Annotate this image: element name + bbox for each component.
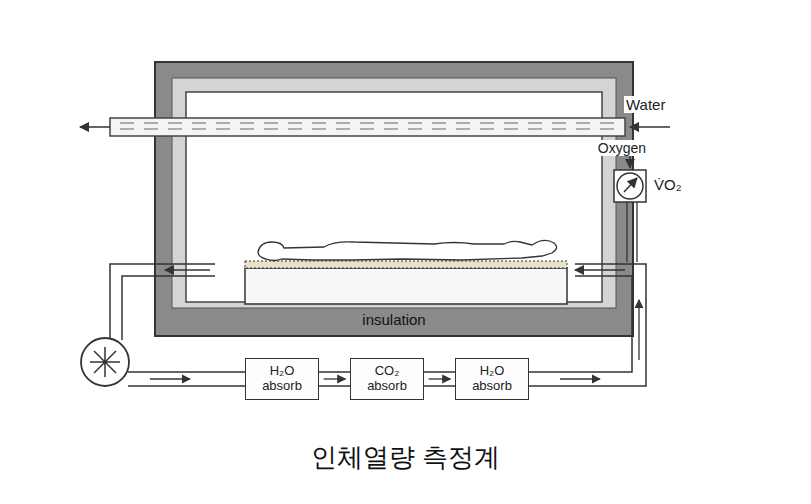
water-out-arrow [80, 126, 110, 128]
pipe-wall [319, 385, 350, 387]
water-in-arrow [630, 126, 670, 128]
absorber-box: H₂O absorb [455, 358, 529, 400]
absorber-box: H₂O absorb [245, 358, 319, 400]
flow-arrow [429, 378, 451, 379]
flow-arrow [324, 378, 346, 379]
caption: 인체열량 측정계 [0, 440, 811, 475]
housing-outer [155, 62, 633, 336]
absorber-text: H₂O absorb [459, 364, 525, 394]
pipe-wall [319, 371, 350, 373]
air-in-arrow [575, 269, 625, 271]
oxygen-feed [627, 202, 637, 262]
absorber-box: CO₂ absorb [350, 358, 424, 400]
meter-housing [614, 170, 646, 202]
absorber-text: H₂O absorb [249, 364, 315, 394]
air-outlet-pipe [110, 264, 215, 340]
pipe-wall [424, 385, 455, 387]
water-flow [112, 120, 623, 134]
label-text: V̇O₂ [652, 176, 684, 193]
bed [245, 268, 567, 304]
return-pipe [128, 372, 245, 386]
air-out-arrow [165, 269, 210, 271]
label-text: insulation [360, 311, 427, 328]
supply-arrow-up [638, 300, 639, 360]
label-text: Oxygen [596, 140, 648, 156]
person [258, 240, 557, 260]
pipe-connector [424, 372, 455, 386]
pipe-connector [319, 372, 350, 386]
pipe-wall [424, 371, 455, 373]
fan [81, 338, 129, 386]
meter-needle [624, 178, 637, 192]
insulation-inner [172, 78, 616, 308]
supply-arrow-right [560, 378, 600, 379]
mattress [245, 261, 567, 268]
label-text: Water [624, 96, 667, 113]
flow-meter [617, 173, 643, 199]
fan-blades [90, 347, 120, 377]
return-arrow [150, 378, 190, 379]
water-pipe [110, 118, 625, 136]
supply-pipe [527, 264, 646, 386]
absorber-text: CO₂ absorb [354, 364, 420, 394]
